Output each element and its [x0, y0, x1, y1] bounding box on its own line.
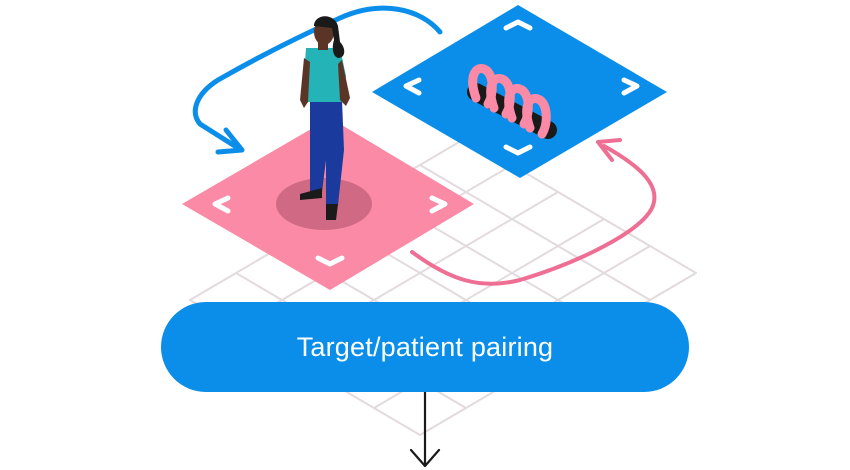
target-patient-pairing-step[interactable]: Target/patient pairing — [161, 302, 689, 392]
step-label: Target/patient pairing — [296, 331, 554, 362]
pink-curved-arrow — [410, 144, 657, 286]
blue-curved-arrow — [193, 5, 443, 151]
molecule-tile — [372, 5, 667, 178]
pink-arrow-head-icon — [596, 138, 622, 162]
blue-arrow-head-icon — [215, 127, 245, 155]
patient-figure-icon — [300, 16, 350, 220]
down-arrow-icon — [409, 392, 441, 468]
helix-molecule-icon — [467, 64, 557, 139]
